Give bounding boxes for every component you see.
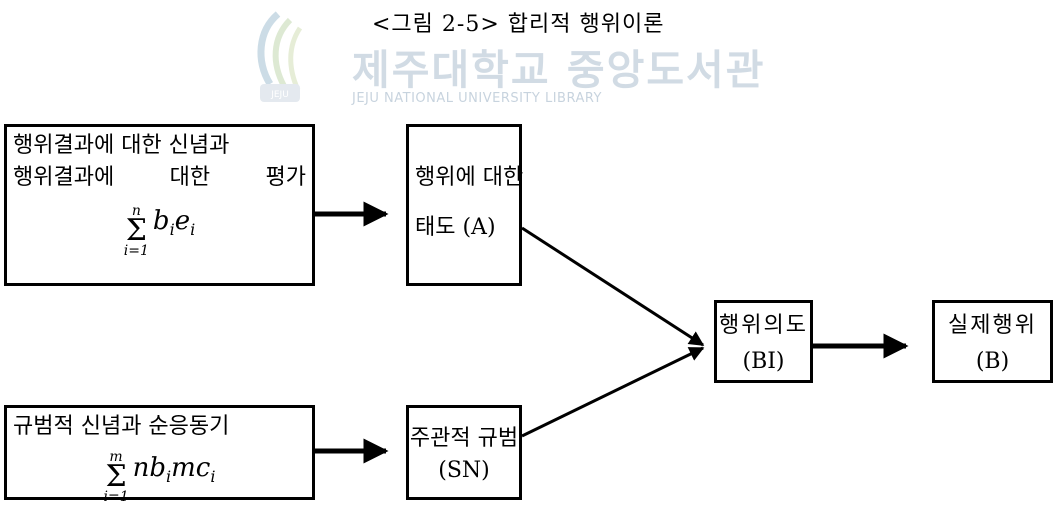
subjective-norm-line-2: (SN): [438, 458, 490, 484]
attitude-box: 행위에 대한 태도 (A): [406, 124, 524, 286]
sum-upper-limit: m: [109, 449, 123, 466]
figure-title: <그림 2-5> 합리적 행위이론: [372, 12, 665, 37]
watermark-subtitle: JEJU NATIONAL UNIVERSITY LIBRARY: [352, 91, 602, 106]
logo-text: JEJU: [270, 90, 289, 100]
beliefs-line-1: 행위결과에 대한 신념과: [13, 133, 230, 158]
behavior-box: 실제행위 (B): [932, 300, 1053, 383]
normative-beliefs-box: 규범적 신념과 순응동기 m Σ i=1 nbimci: [4, 405, 315, 504]
behavior-line-1: 실제행위: [948, 313, 1037, 338]
subjective-norm-box: 주관적 규범 (SN): [406, 405, 522, 500]
arrow-attitude-to-intention: [521, 226, 705, 347]
beliefs-line-2-word-3: 평가: [265, 165, 306, 191]
formula-expression: nbimci: [132, 453, 216, 487]
intention-line-2: (BI): [742, 349, 785, 375]
sum-lower-limit: i=1: [123, 242, 149, 259]
beliefs-line-2-word-2: 대한: [169, 165, 211, 191]
intention-box: 행위의도 (BI): [714, 300, 813, 383]
arrow-subjective-to-intention: [521, 346, 705, 438]
beliefs-formula: n Σ i=1 biei: [124, 204, 195, 258]
sum-upper-limit: n: [131, 202, 141, 219]
library-logo-watermark: JEJU: [257, 11, 303, 102]
beliefs-evaluation-box: 행위결과에 대한 신념과 행위결과에 대한 평가 n Σ i=1 biei: [4, 124, 315, 286]
formula-expression: biei: [152, 206, 196, 240]
attitude-line-2: 태도 (A): [415, 215, 496, 241]
behavior-line-2: (B): [975, 349, 1010, 375]
sigma-symbol: Σ: [105, 459, 127, 495]
sigma-symbol: Σ: [125, 212, 147, 248]
subjective-norm-line-1: 주관적 규범: [409, 426, 519, 451]
normative-formula: m Σ i=1 nbimci: [104, 450, 216, 504]
watermark-title: 제주대학교 중앙도서관: [352, 46, 766, 94]
beliefs-line-2-word-1: 행위결과에: [13, 165, 115, 191]
normative-line-1: 규범적 신념과 순응동기: [13, 414, 230, 439]
beliefs-line-2: 행위결과에 대한 평가: [13, 165, 306, 191]
attitude-line-1: 행위에 대한: [415, 165, 524, 190]
sum-lower-limit: i=1: [103, 489, 129, 505]
intention-line-1: 행위의도: [719, 313, 808, 338]
